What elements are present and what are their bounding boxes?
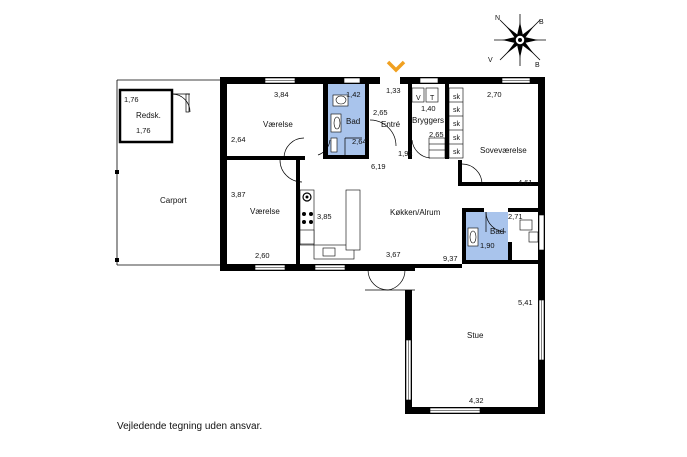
kitchen-fixtures — [299, 189, 361, 260]
redsk-outline — [118, 88, 191, 144]
dim-stue-bottom: 4,32 — [469, 396, 484, 405]
room-label-kokken: Køkken/Alrum — [390, 208, 441, 217]
dim-vaerelse-2-side: 3,87 — [231, 190, 246, 199]
interior-walls — [227, 84, 538, 268]
appliance-dryer: T — [430, 95, 435, 102]
appliance-labels: V T sk sk sk sk sk — [416, 94, 461, 156]
dim-sovevaerelse-side: 4,61 — [518, 178, 533, 187]
room-label-bad-1: Bad — [346, 117, 360, 126]
compass-northeast: B — [539, 19, 544, 26]
room-label-vaerelse-2: Værelse — [250, 207, 280, 216]
room-label-vaerelse-1: Værelse — [263, 120, 293, 129]
dimension-labels: 1,76 1,76 3,84 2,64 1,42 2,64 1,33 2,65 … — [124, 86, 533, 405]
room-label-bryggers: Bryggers — [412, 116, 444, 125]
dim-vaerelse-1-top: 3,84 — [274, 90, 289, 99]
dim-bad-2-side: 1,90 — [480, 241, 495, 250]
dim-vaerelse-2-bottom: 2,60 — [255, 251, 270, 260]
compass-north: N — [495, 15, 500, 22]
room-labels: Redsk. Carport Værelse Værelse Bad Entré… — [136, 111, 527, 340]
dim-bryggers-side: 2,65 — [429, 130, 444, 139]
dim-kitchen: 3,85 — [317, 212, 332, 221]
dim-bad-1-bottom: 2,64 — [352, 137, 367, 146]
dim-hall: 6,19 — [371, 162, 386, 171]
compass-rose: N B V B — [488, 14, 546, 69]
cabinet-label: sk — [453, 121, 461, 128]
dim-bad-1-top: 1,42 — [346, 90, 361, 99]
dim-vaerelse-1-side: 2,64 — [231, 135, 246, 144]
dim-redsk-height: 1,76 — [136, 126, 151, 135]
dim-sovevaerelse-top: 2,70 — [487, 90, 502, 99]
entrance-arrow-icon — [386, 60, 406, 73]
cabinet-label: sk — [453, 135, 461, 142]
appliance-washer: V — [416, 95, 421, 102]
dim-bad-2-top: 2,71 — [508, 212, 523, 221]
room-label-carport: Carport — [160, 196, 187, 205]
dim-bryggers-top: 1,40 — [421, 104, 436, 113]
room-label-bad-2: Bad — [490, 227, 504, 236]
room-label-stue: Stue — [467, 331, 484, 340]
room-label-sovevaerelse: Soveværelse — [480, 146, 527, 155]
dim-stue-side: 5,41 — [518, 298, 533, 307]
bathroom-1 — [328, 84, 365, 155]
dim-east-side: 9,37 — [443, 254, 458, 263]
dim-kitchen-bottom: 3,67 — [386, 250, 401, 259]
cabinet-label: sk — [453, 107, 461, 114]
room-label-redsk: Redsk. — [136, 111, 161, 120]
cabinet-label: sk — [453, 94, 461, 101]
dim-redsk-width: 1,76 — [124, 95, 139, 104]
doors — [279, 119, 483, 291]
dim-entre-top: 1,33 — [386, 86, 401, 95]
room-label-entre: Entré — [381, 120, 401, 129]
bryggers-fixtures — [411, 87, 464, 159]
cabinet-label: sk — [453, 149, 461, 156]
dim-entre-side: 2,65 — [373, 108, 388, 117]
compass-west: V — [488, 57, 493, 64]
compass-southeast: B — [535, 62, 540, 69]
dim-bryggers-bottom: 1,92 — [398, 149, 413, 158]
windows — [254, 77, 545, 414]
disclaimer-text: Vejledende tegning uden ansvar. — [117, 421, 263, 432]
bathroom-2 — [466, 211, 539, 260]
carport-outline — [115, 79, 220, 266]
